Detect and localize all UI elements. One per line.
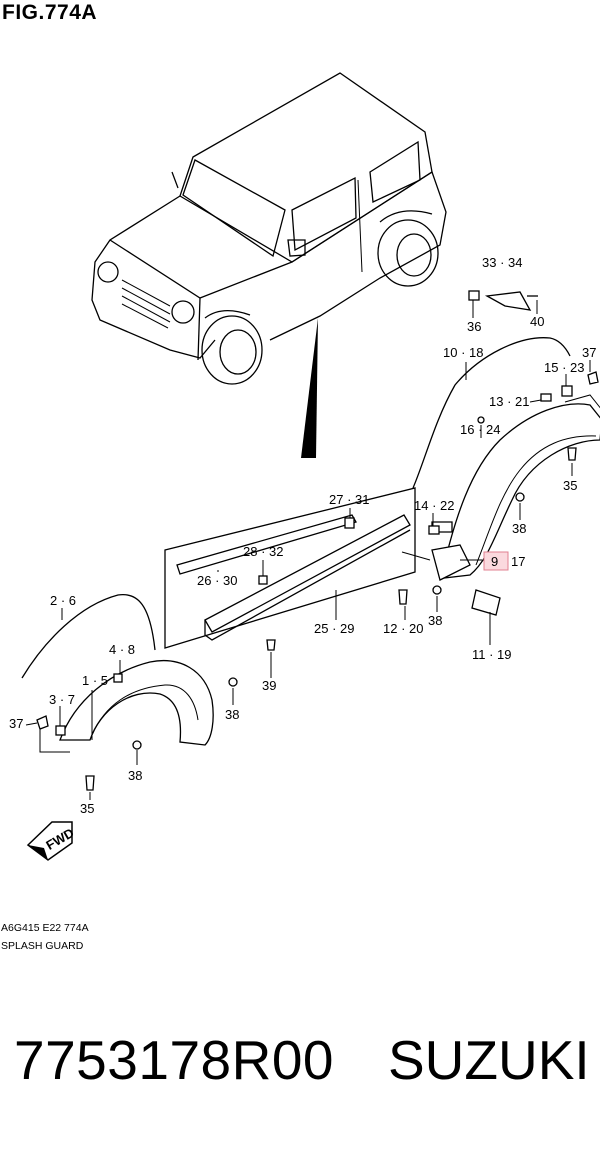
fasteners: [25, 300, 591, 800]
callout-33-34: 33 · 34: [482, 255, 522, 270]
callout-1-5: 1 · 5: [82, 673, 108, 688]
rear-fender-flare: [258, 290, 600, 616]
callout-10-18: 10 · 18: [443, 345, 483, 360]
callout-26-30: 26 · 30: [197, 573, 237, 588]
side-sill-panel: [164, 487, 453, 649]
callout-25-29: 25 · 29: [314, 621, 354, 636]
callout-40: 40: [530, 314, 544, 329]
brand-name: SUZUKI: [388, 1029, 590, 1091]
callout-35-left: 35: [80, 801, 94, 816]
callout-38-c: 38: [225, 707, 239, 722]
callout-37-left: 37: [9, 716, 23, 731]
callout-17: 17: [511, 554, 525, 569]
highlight-part-9: [483, 551, 509, 571]
callout-38-b: 38: [428, 613, 442, 628]
callout-labels: 33 · 34 36 40 10 · 18 37 15 · 23 13 · 21…: [9, 255, 596, 816]
parts-diagram: FWD 33 · 34 36 40 10 · 18 37 15 · 23 13 …: [9, 72, 600, 861]
callout-16-24: 16 · 24: [460, 422, 500, 437]
callout-11-19: 11 · 19: [472, 647, 512, 662]
callout-15-23: 15 · 23: [544, 360, 584, 375]
part-number: 7753178R00: [14, 1029, 335, 1091]
callout-28-32: 28 · 32: [243, 544, 283, 559]
callout-37-top: 37: [582, 345, 596, 360]
callout-27-31: 27 · 31: [329, 492, 369, 507]
figure-name: SPLASH GUARD: [1, 940, 84, 952]
callout-14-22: 14 · 22: [414, 498, 454, 513]
callout-12-20: 12 · 20: [383, 621, 423, 636]
vehicle-illustration: [91, 72, 447, 458]
figure-code: A6G415 E22 774A: [1, 922, 89, 934]
callout-4-8: 4 · 8: [109, 642, 135, 657]
callout-36: 36: [467, 319, 481, 334]
callout-35-right: 35: [563, 478, 577, 493]
forward-arrow-icon: FWD: [26, 821, 76, 861]
callout-39: 39: [262, 678, 276, 693]
figure-title: FIG.774A: [2, 1, 98, 24]
callout-2-6: 2 · 6: [50, 593, 76, 608]
callout-3-7: 3 · 7: [49, 692, 75, 707]
callout-38-a: 38: [512, 521, 526, 536]
callout-13-21: 13 · 21: [489, 394, 529, 409]
callout-9: 9: [491, 554, 498, 569]
callout-38-d: 38: [128, 768, 142, 783]
front-fender-flare: [21, 593, 214, 753]
